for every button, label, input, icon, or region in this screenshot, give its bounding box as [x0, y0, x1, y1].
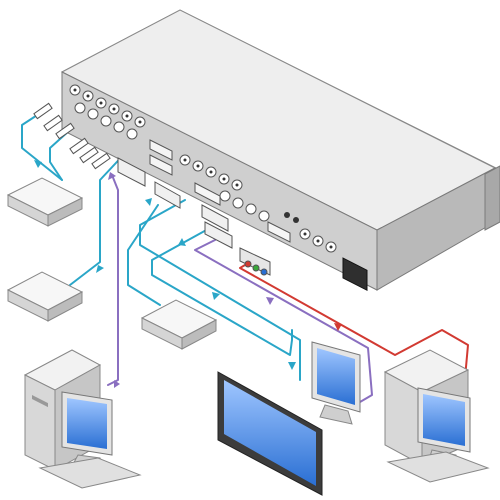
arrow-marks — [34, 160, 342, 388]
keyboard-left — [38, 457, 142, 489]
arrow-blue-6 — [288, 362, 296, 370]
plug-heads — [33, 102, 271, 276]
monitor-left-screen — [67, 398, 107, 449]
audio-jacks — [284, 212, 299, 223]
workstation-right — [383, 349, 490, 483]
cable-purple-workstation — [107, 174, 119, 386]
monitor-center-screen — [317, 348, 355, 405]
cable-purple-monitor — [194, 239, 373, 403]
arrow-purple-3 — [266, 297, 274, 305]
keyboard-right — [386, 451, 490, 483]
monitor-center — [311, 341, 361, 425]
arrow-blue-2 — [96, 265, 104, 273]
cable-blue-source2 — [69, 149, 129, 286]
source-box-1 — [6, 177, 84, 227]
power-inlet — [342, 257, 368, 291]
arrow-blue-4 — [178, 238, 186, 246]
rca-plugs — [33, 102, 111, 170]
main-switcher-unit — [60, 9, 500, 291]
switcher-mount-ear — [484, 165, 500, 231]
arrow-purple-1 — [108, 172, 116, 180]
arrow-red-1 — [334, 323, 342, 331]
source-box-3 — [140, 299, 218, 350]
bnc-connectors — [69, 84, 337, 253]
bnc-center-pins — [73, 88, 333, 249]
dvi-plugs — [117, 157, 233, 249]
cable-layer — [21, 109, 469, 403]
rgb-plugs — [239, 247, 271, 276]
arrow-blue-1 — [34, 160, 42, 168]
cable-blue-display-b — [139, 199, 301, 381]
flat-panel-screen — [224, 380, 316, 486]
workstation-left — [23, 349, 142, 489]
cable-blue-source1b — [49, 129, 71, 181]
arrow-blue-5 — [212, 292, 220, 300]
source-box-2 — [6, 271, 84, 322]
monitor-right-screen — [423, 394, 465, 446]
cable-red-workstation — [239, 261, 469, 379]
dsub-connectors — [149, 139, 291, 243]
arrow-purple-2 — [114, 380, 120, 388]
display-flat-panel — [217, 371, 323, 496]
cable-blue-display — [151, 227, 293, 356]
arrow-blue-3 — [145, 198, 152, 206]
cable-blue-source1 — [21, 109, 63, 181]
cable-blue-source3 — [127, 204, 161, 306]
